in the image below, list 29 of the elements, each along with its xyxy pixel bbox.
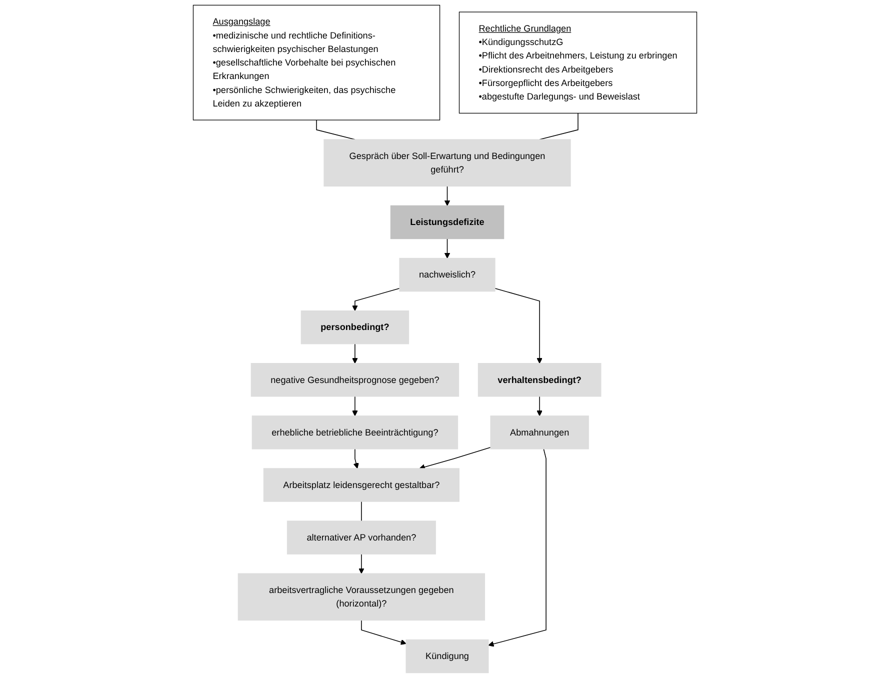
node-box: alternativer AP vorhanden?: [286, 520, 436, 554]
arrow: [352, 396, 358, 416]
node-box: negative Gesundheitsprognose gegeben?: [250, 363, 460, 397]
node-box: erhebliche betriebliche Beeinträchtigung?: [252, 416, 458, 450]
node-box: Ausgangslage •medizinische und rechtliche Definitions-schwierigkeiten psychischer Belastungen •gesellschaftliche Vorbehalte bei psychischen Erkrankungen •persönliche Schwierigkeiten, das psychische Leiden zu akzeptieren: [192, 4, 440, 120]
arrow: [494, 288, 542, 364]
node-box: Rechtliche Grundlagen •KündigungsschutzG •Pflicht des Arbeitnehmers, Leistung zu erbringen •Direktionsrecht des Arbeitgebers •Fürsorgepflicht des Arbeitgebers •abgestufte Darlegungs- und Beweislast: [458, 12, 698, 114]
node-box: Arbeitsplatz leidensgerecht gestaltbar?: [263, 468, 460, 502]
arrow: [444, 238, 450, 258]
connector: [361, 501, 362, 522]
arrow: [352, 288, 400, 312]
arrow: [444, 186, 450, 206]
node-box: Leistungsdefizite: [390, 205, 504, 240]
node-box: Gespräch über Soll-Erwartung und Bedingungen geführt?: [324, 139, 571, 187]
arrow: [352, 343, 358, 364]
arrow: [536, 396, 542, 416]
connector: [539, 112, 578, 140]
arrow: [361, 620, 406, 645]
arrow: [358, 554, 364, 574]
node-box: personbedingt?: [300, 310, 410, 344]
node-box: Abmahnungen: [490, 416, 589, 450]
node-box: Kündigung: [406, 639, 489, 674]
arrow: [353, 448, 359, 469]
node-box: verhaltensbedingt?: [478, 363, 602, 397]
node-box: nachweislich?: [399, 258, 496, 292]
arrow: [488, 448, 546, 647]
node-box: arbeitsvertragliche Voraussetzungen gegeben (horizontal)?: [238, 573, 486, 621]
connector: [316, 120, 356, 140]
arrow: [419, 447, 491, 470]
